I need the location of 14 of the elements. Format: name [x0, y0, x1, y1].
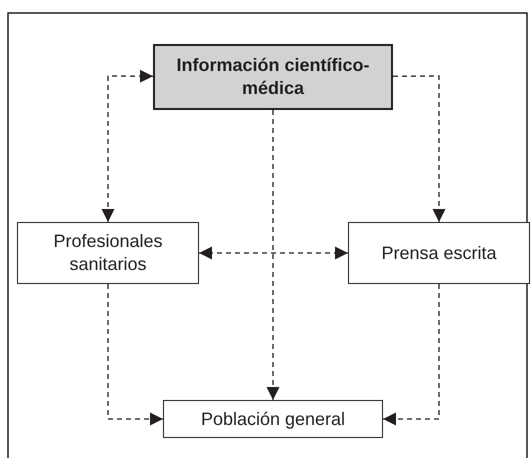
- arrow: [393, 75, 446, 222]
- highlighted-box: [153, 44, 393, 110]
- arrow: [102, 70, 153, 222]
- arrow: [107, 284, 163, 426]
- process-box: [163, 400, 383, 438]
- arrow: [383, 284, 440, 426]
- node-label: Información científico-médica: [175, 54, 371, 100]
- arrow: [199, 246, 348, 260]
- process-box: [348, 222, 530, 284]
- process-box: [17, 222, 199, 284]
- arrow: [266, 110, 280, 400]
- node-label: Población general: [200, 408, 346, 430]
- node-label: Prensa escrita: [381, 242, 497, 264]
- node-label: Profesionales sanitarios: [52, 230, 164, 276]
